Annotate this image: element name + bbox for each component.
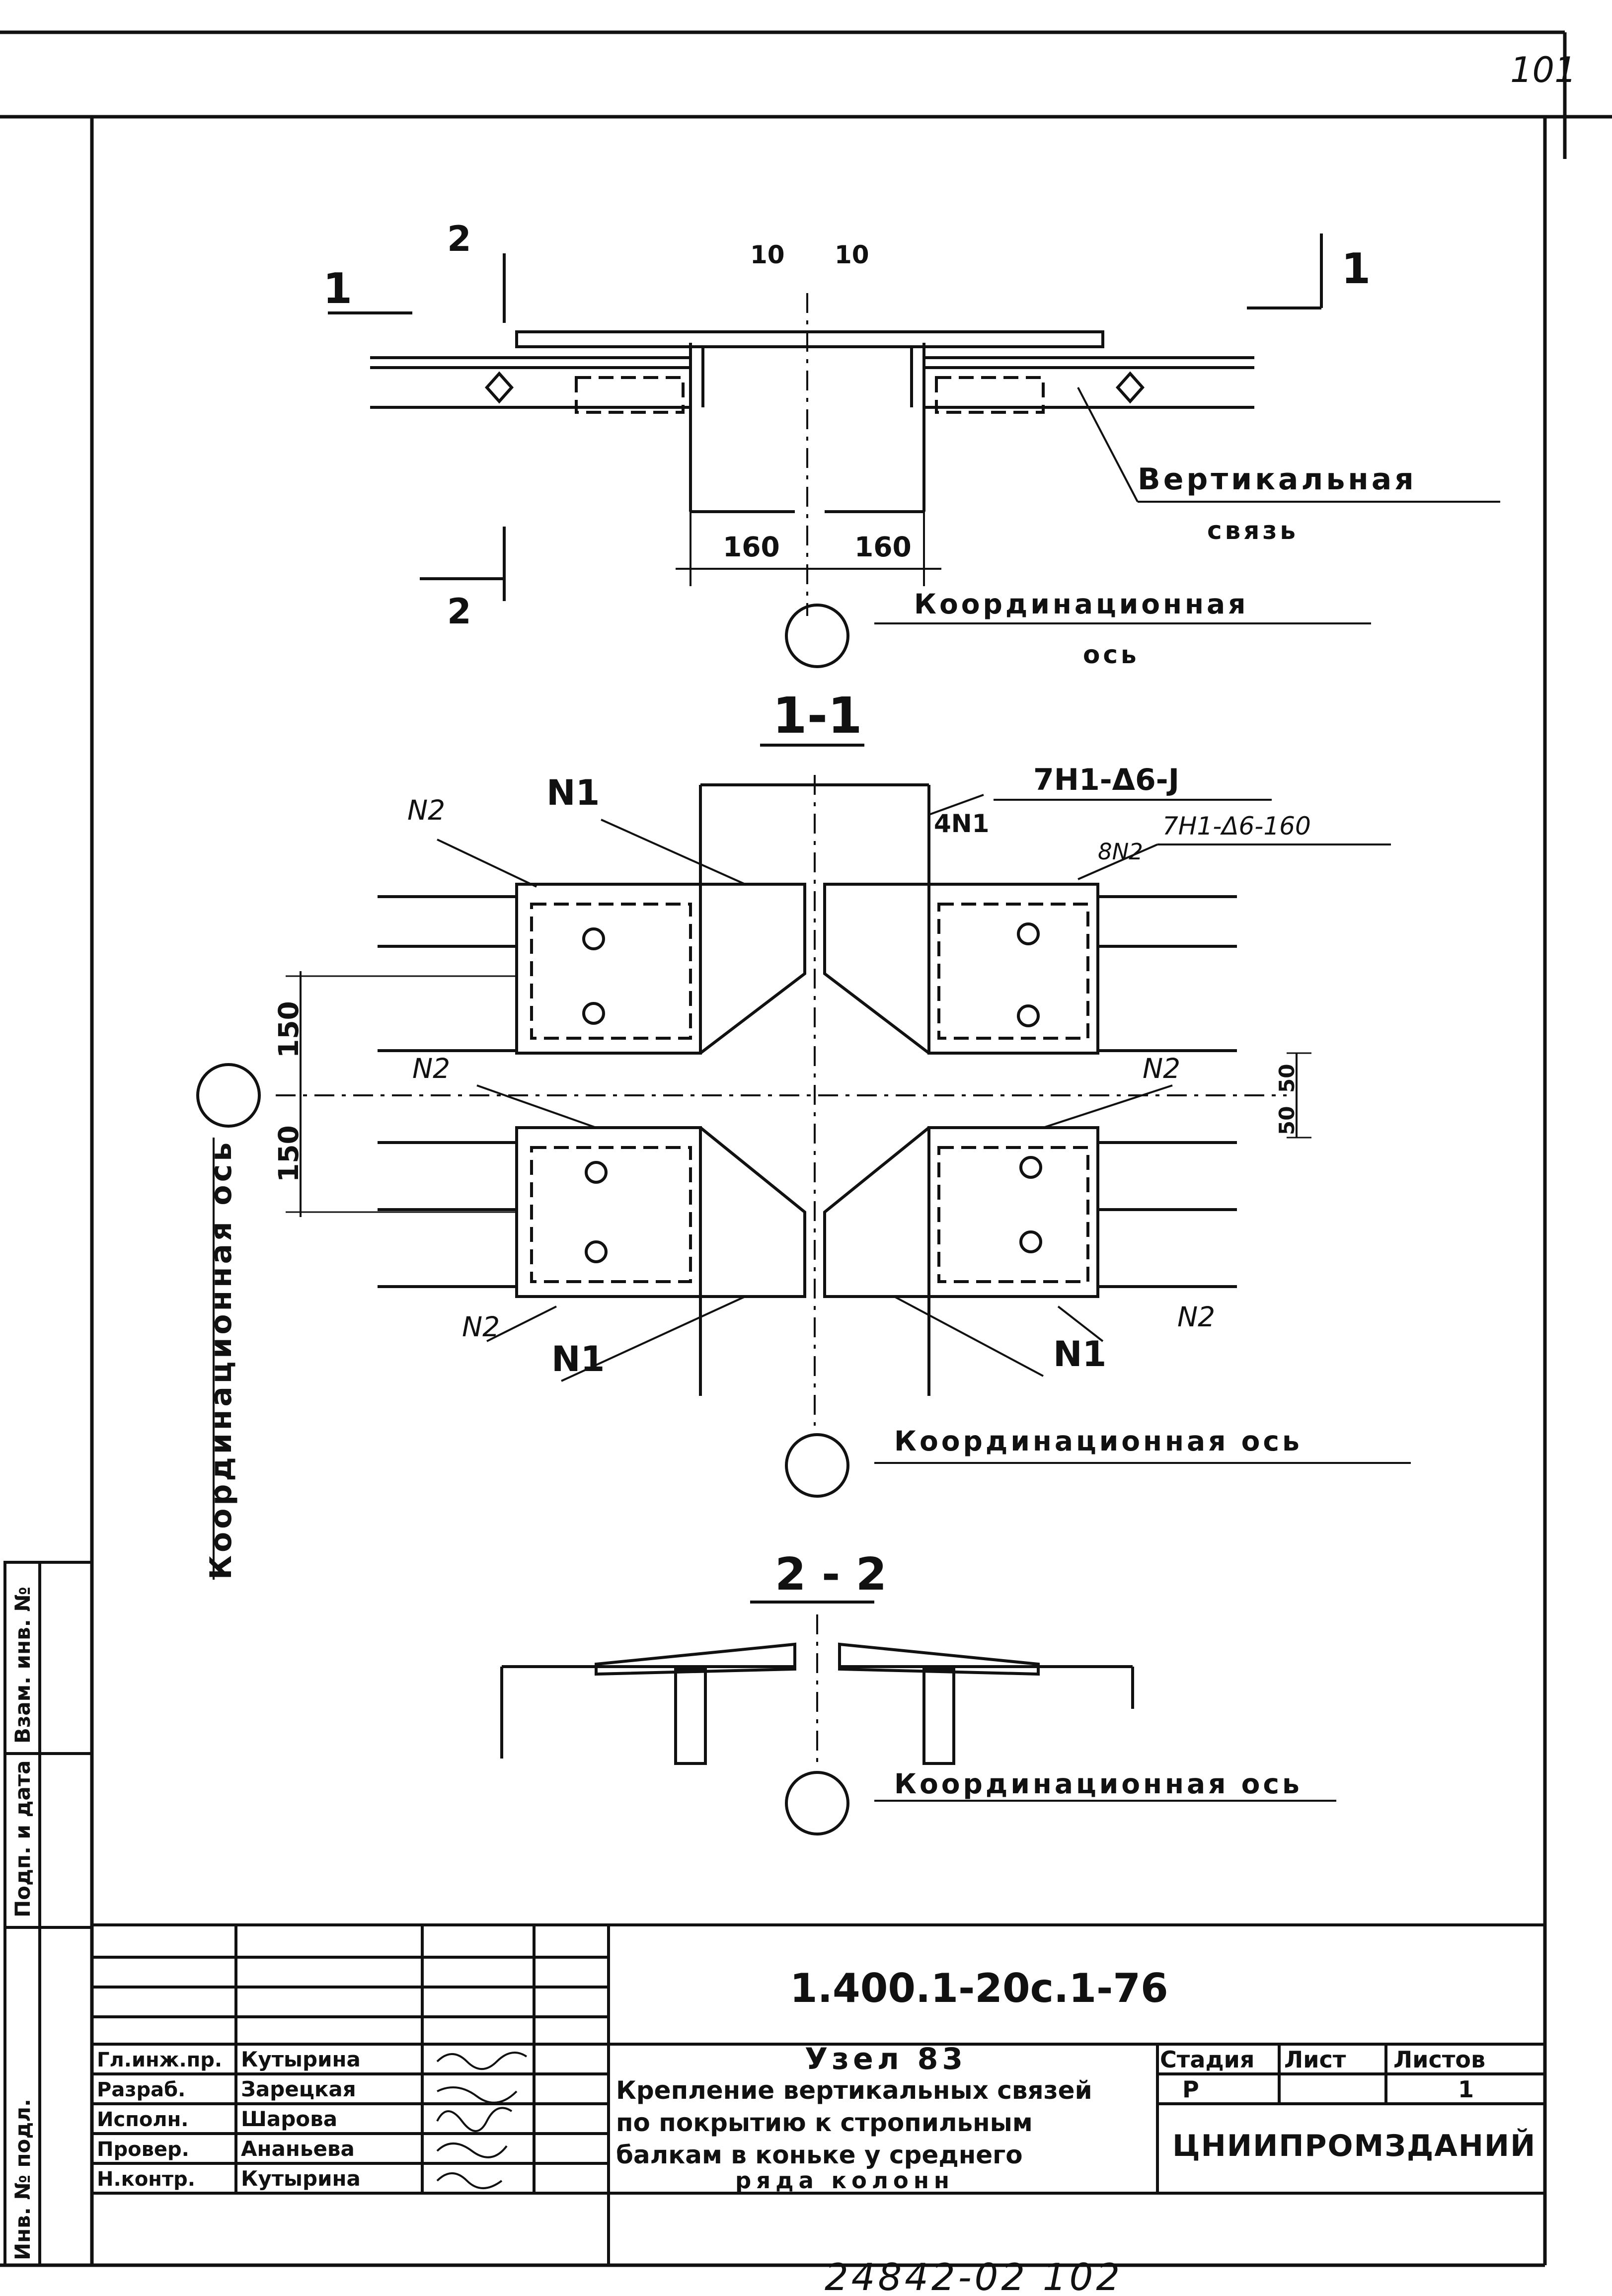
dim-150-top: 150 [273, 1001, 305, 1058]
signatures [436, 2052, 528, 2189]
callout-n1-br: N1 [1053, 1334, 1106, 1375]
description-line2: по покрытию к стропильным [616, 2108, 1033, 2137]
label-axis-line2: ось [1083, 640, 1140, 669]
callout-n2-bl: N2 [462, 1311, 500, 1343]
sheet-header: Лист [1284, 2046, 1346, 2073]
organization: ЦНИИПРОМЗДАНИЙ [1172, 2128, 1536, 2163]
callout-n2-tl: N2 [407, 794, 445, 826]
sheet-frame [0, 30, 1612, 2267]
section-1-1-title: 1-1 [772, 687, 862, 745]
dim-right-10: 10 [835, 240, 869, 269]
section-mark-2-bottom: 2 [447, 591, 471, 632]
stage-value: Р [1182, 2076, 1199, 2103]
role-3: Исполн. [97, 2108, 188, 2131]
role-4-name: Ананьева [241, 2137, 355, 2161]
callout-bolt-1: 7H1-Δ6-Ј [1033, 763, 1179, 797]
callout-n1-bl: N1 [551, 1339, 605, 1379]
dim-left-160: 160 [723, 531, 780, 563]
callout-8n2: 8N2 [1098, 839, 1143, 865]
dim-left-10: 10 [750, 240, 785, 269]
sheet-number: 101 [1510, 50, 1577, 90]
role-1: Гл.инж.пр. [97, 2049, 222, 2071]
side-stamp [3, 1561, 93, 2267]
role-5-name: Кутырина [241, 2166, 361, 2191]
label-brace-line2: связь [1207, 516, 1299, 545]
footer-number: 24842-02 102 [825, 2255, 1123, 2296]
roles-table: Гл.инж.пр. Кутырина Разраб. Зарецкая Исп… [97, 2047, 361, 2191]
side-stamp-col2: Подп. и дата [10, 1760, 35, 1917]
section-mark-2-top: 2 [447, 219, 471, 259]
description-line1: Крепление вертикальных связей [616, 2076, 1092, 2105]
callout-n2-br: N2 [1177, 1301, 1215, 1333]
description-line4: ряда колонн [735, 2167, 954, 2194]
dim-50-bottom: 50 [1275, 1106, 1299, 1135]
callout-4n1: 4N1 [934, 809, 989, 838]
label-axis-vertical: Координационная ось [204, 1140, 238, 1580]
doc-code: 1.400.1-20с.1-76 [790, 1965, 1168, 2011]
section-2-2-axis-label: Координационная ось [894, 1768, 1303, 1800]
role-1-name: Кутырина [241, 2047, 361, 2071]
sheets-value: 1 [1458, 2076, 1474, 2103]
callout-n2-ml: N2 [412, 1053, 450, 1084]
dim-50-top: 50 [1275, 1064, 1299, 1093]
stage-header: Стадия [1160, 2046, 1254, 2073]
callout-bolt-2: 7H1-Δ6-160 [1162, 812, 1311, 841]
section-2-2-title: 2 - 2 [775, 1548, 887, 1601]
side-stamp-col3: Взам. инв. № [10, 1587, 35, 1744]
side-stamp-col1: Инв. № подл. [10, 2099, 35, 2260]
label-axis-line1: Координационная [914, 588, 1249, 620]
section-2-2-drawing [500, 1614, 1336, 1836]
callout-n2-mr: N2 [1143, 1053, 1180, 1084]
role-3-name: Шарова [241, 2107, 337, 2131]
role-2: Разраб. [97, 2078, 185, 2101]
section-mark-1-right: 1 [1341, 244, 1371, 294]
role-5: Н.контр. [97, 2168, 195, 2191]
callout-n1-top: N1 [546, 772, 600, 813]
node-title: Узел 83 [805, 2042, 967, 2076]
dim-right-160: 160 [854, 531, 912, 563]
plan-view [328, 233, 1500, 668]
label-axis-horizontal: Координационная ось [894, 1425, 1303, 1457]
label-brace-line1: Вертикальная [1138, 462, 1417, 497]
description-line3: балкам в коньке у среднего [616, 2141, 1023, 2169]
section-1-1-drawing [196, 775, 1411, 1580]
section-mark-1-left: 1 [323, 264, 352, 313]
dim-150-bottom: 150 [273, 1125, 305, 1182]
role-4: Провер. [97, 2138, 189, 2161]
title-block [92, 1923, 1545, 2265]
role-2-name: Зарецкая [241, 2077, 356, 2101]
sheets-header: Листов [1393, 2046, 1485, 2073]
